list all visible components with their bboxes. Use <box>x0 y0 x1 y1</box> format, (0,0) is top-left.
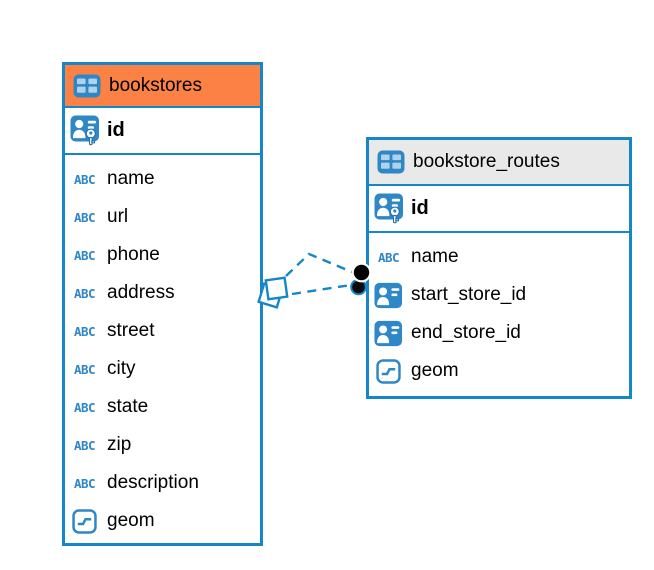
abc-text-type-icon: ABC <box>73 323 96 339</box>
abc-text-type-icon: ABC <box>73 399 96 415</box>
abc-text-type-icon: ABC <box>73 171 96 187</box>
field-label: end_store_id <box>411 322 521 343</box>
primary-key-icon <box>69 115 100 146</box>
relationship-line-lower[interactable] <box>291 283 352 296</box>
field-label: zip <box>107 434 132 455</box>
field-row-zip[interactable]: ABC zip <box>69 426 258 464</box>
table-card-bookstore-routes[interactable]: bookstore_routes id <box>366 137 632 399</box>
table-title-bookstore-routes: bookstore_routes <box>413 151 560 172</box>
geometry-icon <box>69 508 100 534</box>
target-marker-dot-back[interactable] <box>350 278 367 296</box>
field-label: description <box>107 472 199 493</box>
table-icon <box>375 150 406 174</box>
abc-icon: ABC <box>69 438 100 453</box>
primary-key-icon <box>373 193 404 224</box>
person-reference-icon <box>374 282 403 308</box>
table-grid-icon <box>73 74 100 97</box>
field-row-state[interactable]: ABC state <box>69 388 258 426</box>
abc-icon: ABC <box>69 286 100 301</box>
table-icon <box>71 74 102 98</box>
pk-label: id <box>411 197 429 219</box>
field-row-start_store_id[interactable]: start_store_id <box>373 276 627 314</box>
abc-icon: ABC <box>69 324 100 339</box>
field-label: city <box>107 358 136 379</box>
field-label: name <box>107 168 155 189</box>
field-list-bookstore-routes: ABC name start_store_id end_store <box>369 233 629 390</box>
field-label: geom <box>411 360 459 381</box>
pk-row-routes-id[interactable]: id <box>369 186 629 233</box>
field-row-url[interactable]: ABC url <box>69 198 258 236</box>
field-label: name <box>411 246 459 267</box>
field-row-description[interactable]: ABC description <box>69 464 258 502</box>
table-card-bookstores[interactable]: bookstores id <box>62 62 263 546</box>
abc-icon: ABC <box>373 250 404 265</box>
field-label: state <box>107 396 149 417</box>
table-title-bookstores: bookstores <box>109 74 202 96</box>
field-label: phone <box>107 244 160 265</box>
abc-text-type-icon: ABC <box>73 209 96 225</box>
field-label: address <box>107 282 175 303</box>
abc-text-type-icon: ABC <box>73 285 96 301</box>
person-key-icon <box>70 115 99 146</box>
field-label: geom <box>107 510 155 531</box>
abc-text-type-icon: ABC <box>73 475 96 491</box>
source-marker-square-front[interactable] <box>264 276 289 301</box>
pk-label: id <box>107 119 125 141</box>
field-label: street <box>107 320 155 341</box>
abc-icon: ABC <box>69 476 100 491</box>
person-key-icon <box>374 193 403 224</box>
field-label: url <box>107 206 129 227</box>
field-row-geom[interactable]: geom <box>373 352 627 390</box>
person-reference-icon <box>374 320 403 346</box>
abc-text-type-icon: ABC <box>73 361 96 377</box>
field-row-phone[interactable]: ABC phone <box>69 236 258 274</box>
abc-text-type-icon: ABC <box>73 247 96 263</box>
field-row-end_store_id[interactable]: end_store_id <box>373 314 627 352</box>
abc-icon: ABC <box>69 210 100 225</box>
table-header-bookstores[interactable]: bookstores <box>65 65 260 108</box>
field-row-name[interactable]: ABC name <box>69 160 258 198</box>
table-header-bookstore-routes[interactable]: bookstore_routes <box>369 140 629 186</box>
field-row-geom[interactable]: geom <box>69 502 258 540</box>
field-row-street[interactable]: ABC street <box>69 312 258 350</box>
geometry-icon <box>373 358 404 384</box>
geometry-type-icon <box>72 508 97 534</box>
abc-icon: ABC <box>69 400 100 415</box>
relationship-line-upper[interactable] <box>285 252 353 277</box>
abc-icon: ABC <box>69 248 100 263</box>
field-row-address[interactable]: ABC address <box>69 274 258 312</box>
abc-icon: ABC <box>69 172 100 187</box>
abc-icon: ABC <box>69 362 100 377</box>
field-label: start_store_id <box>411 284 527 305</box>
person-icon <box>373 282 404 309</box>
table-grid-icon <box>377 150 404 174</box>
field-list-bookstores: ABC name ABC url ABC phone ABC address <box>65 155 260 540</box>
person-icon <box>373 320 404 347</box>
field-row-city[interactable]: ABC city <box>69 350 258 388</box>
abc-text-type-icon: ABC <box>377 249 400 265</box>
field-row-name[interactable]: ABC name <box>373 238 627 276</box>
geometry-type-icon <box>376 358 401 384</box>
abc-text-type-icon: ABC <box>73 437 96 453</box>
pk-row-bookstores-id[interactable]: id <box>65 108 260 155</box>
